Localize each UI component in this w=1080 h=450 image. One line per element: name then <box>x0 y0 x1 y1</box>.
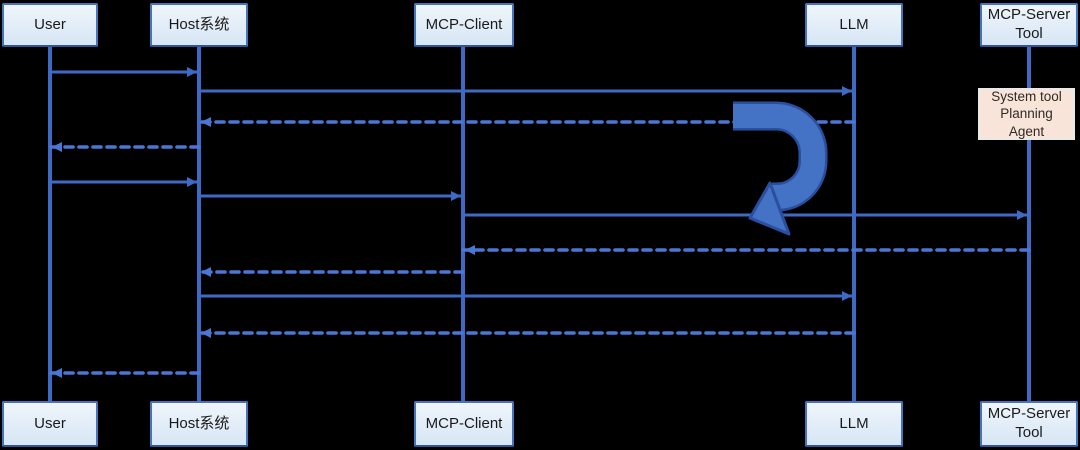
actor-box-host-top: Host系统 <box>150 3 248 47</box>
actor-label: MCP-Server Tool <box>987 6 1071 42</box>
arrowhead-message-6 <box>451 191 461 201</box>
actor-label: Host系统 <box>168 15 230 33</box>
actor-box-llm-bottom: LLM <box>805 401 903 447</box>
actor-label: MCP-Server Tool <box>987 405 1071 441</box>
actor-box-host-bottom: Host系统 <box>150 401 248 447</box>
arrowhead-message-2 <box>842 86 852 96</box>
actor-label: User <box>34 15 66 33</box>
actor-box-mcp-client-bottom: MCP-Client <box>414 401 514 447</box>
actor-label: Host系统 <box>168 414 230 432</box>
actor-box-mcp-server-tool-bottom: MCP-Server Tool <box>980 401 1078 447</box>
arrowhead-message-3 <box>201 117 211 127</box>
actor-box-user-top: User <box>2 3 98 47</box>
actor-label: LLM <box>839 414 869 432</box>
actor-label: LLM <box>839 15 869 33</box>
actor-box-llm-top: LLM <box>805 3 903 47</box>
arrowhead-message-1 <box>187 67 197 77</box>
actor-box-mcp-client-top: MCP-Client <box>414 3 514 47</box>
arrowhead-message-8 <box>465 245 475 255</box>
actor-box-user-bottom: User <box>2 401 98 447</box>
annotation-system-tool-planning-agent: System tool Planning Agent <box>978 88 1075 140</box>
arrowhead-message-10 <box>842 291 852 301</box>
actor-label: User <box>34 414 66 432</box>
actor-label: MCP-Client <box>425 15 503 33</box>
loop-arrow-icon <box>733 101 828 236</box>
actor-box-mcp-server-tool-top: MCP-Server Tool <box>980 3 1078 47</box>
arrowhead-message-11 <box>201 328 211 338</box>
arrowhead-message-5 <box>187 177 197 187</box>
arrowhead-message-9 <box>201 267 211 277</box>
arrowhead-message-4 <box>52 142 62 152</box>
arrowhead-message-12 <box>52 368 62 378</box>
actor-label: MCP-Client <box>425 414 503 432</box>
arrowhead-message-7 <box>1017 210 1027 220</box>
